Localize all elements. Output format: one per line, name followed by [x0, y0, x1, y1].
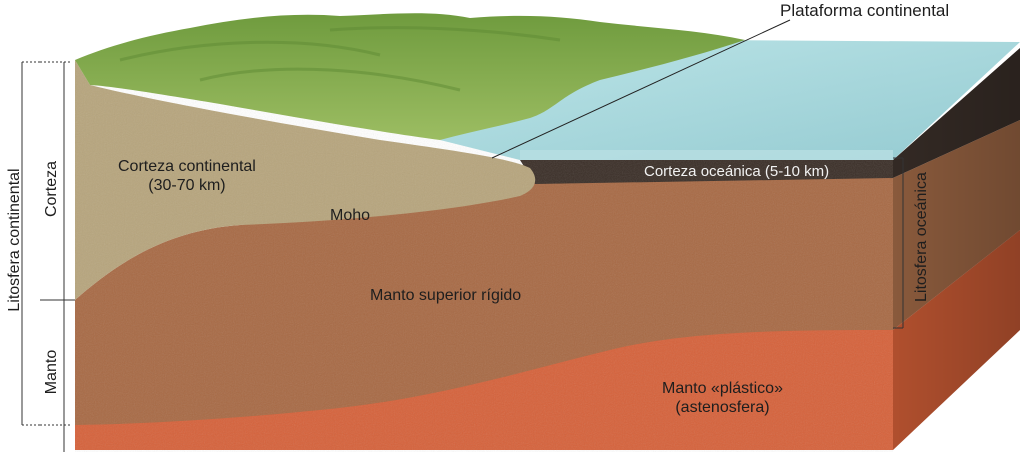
block-side-face	[893, 48, 1020, 450]
label-corteza-continental: Corteza continental (30-70 km)	[118, 157, 256, 195]
label-manto-plastico: Manto «plástico» (astenosfera)	[662, 379, 783, 417]
litosfera-oceanica-bracket	[893, 157, 904, 329]
label-corteza-continental-line1: Corteza continental	[118, 158, 256, 175]
litosfera-continental-bracket	[21, 61, 40, 426]
label-corteza: Corteza	[43, 160, 60, 218]
label-manto-superior: Manto superior rígido	[370, 287, 522, 304]
label-moho: Moho	[330, 207, 371, 224]
label-litosfera-continental: Litosfera continental	[6, 168, 23, 312]
ocean-water-front-edge	[520, 150, 893, 160]
ocean-water	[440, 40, 1020, 160]
label-manto-plastico-line2: (astenosfera)	[675, 399, 770, 416]
label-corteza-oceanica: Corteza oceánica (5-10 km)	[644, 163, 830, 180]
corteza-manto-bracket	[40, 61, 75, 452]
label-plataforma-continental: Plataforma continental	[780, 1, 950, 20]
label-corteza-continental-line2: (30-70 km)	[148, 177, 226, 194]
label-manto: Manto	[43, 349, 60, 395]
label-manto-plastico-line1: Manto «plástico»	[662, 380, 783, 397]
land-surface	[75, 13, 745, 140]
plataforma-leader-line	[491, 19, 791, 159]
label-litosfera-oceanica: Litosfera oceánica	[913, 172, 930, 302]
